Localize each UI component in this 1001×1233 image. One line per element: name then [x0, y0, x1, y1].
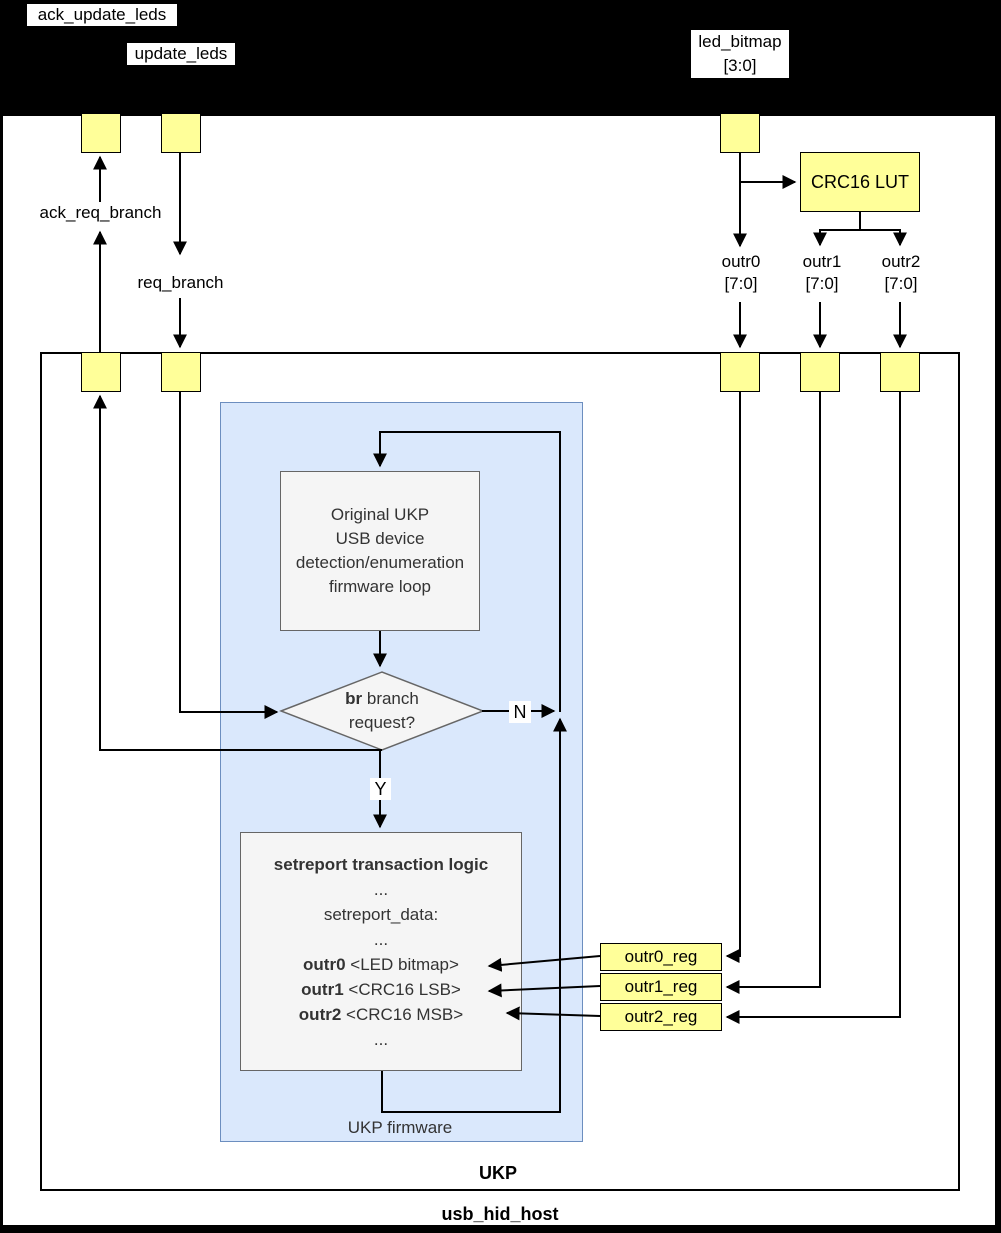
port-ukp-outr2: [880, 352, 920, 392]
firmware-loop-line2: USB device: [335, 529, 425, 548]
label-bus-outr1: outr1 [7:0]: [792, 251, 852, 295]
port-host-ack-update-leds: [81, 113, 121, 153]
edge-outr2-to-reg: [725, 392, 901, 1024]
setreport-row-outr1-name: outr1: [301, 979, 344, 999]
branch-request-line1: br branch: [279, 687, 485, 711]
ellipsis: ...: [373, 929, 389, 949]
ellipsis: ...: [373, 1029, 389, 1049]
firmware-loop-line3: detection/enumeration: [295, 553, 465, 572]
crc16-lut-label: CRC16 LUT: [810, 171, 910, 192]
edge-crc-to-outr2: [860, 229, 907, 247]
edge-setreport-loop-bottom: [381, 717, 567, 1113]
branch-request-rest: branch: [362, 689, 419, 708]
edge-crc-to-outr1: [813, 229, 860, 247]
setreport-data-label: setreport_data:: [323, 904, 439, 924]
port-ukp-outr0: [720, 352, 760, 392]
port-ukp-ack-req-branch: [81, 352, 121, 392]
firmware-loop-line1: Original UKP: [330, 505, 430, 524]
label-bus-outr2-range: [7:0]: [884, 274, 918, 293]
label-update-leds: update_leds: [127, 43, 235, 65]
branch-request-keyword: br: [345, 689, 363, 708]
edge-reg0-to-setreport: [487, 955, 601, 972]
label-ukp: UKP: [478, 1163, 517, 1183]
outr2-reg-label: outr2_reg: [624, 1007, 698, 1026]
edge-ack-to-ukp-port: [93, 394, 382, 751]
label-bus-outr2: outr2 [7:0]: [871, 251, 931, 295]
label-ack-req-branch: ack_req_branch: [23, 202, 178, 224]
port-host-update-leds: [161, 113, 201, 153]
firmware-loop-line4: firmware loop: [328, 577, 432, 596]
outr1-reg-label: outr1_reg: [624, 977, 698, 996]
label-led-bitmap-range: [3:0]: [723, 56, 757, 75]
label-bus-outr0-name: outr0: [721, 252, 761, 271]
outr1-reg-box: outr1_reg: [600, 973, 722, 1001]
label-ack-update-leds: ack_update_leds: [27, 4, 177, 26]
branch-request-text: br branch request?: [279, 687, 485, 735]
label-ukp-firmware: UKP firmware: [347, 1118, 453, 1137]
outr0-reg-box: outr0_reg: [600, 943, 722, 971]
label-bus-outr0-range: [7:0]: [724, 274, 758, 293]
edge-loop-back-to-top: [373, 431, 561, 712]
edge-req-branch-to-diamond: [179, 392, 279, 719]
label-branch-no: N: [509, 701, 531, 723]
setreport-row-outr2-name: outr2: [298, 1004, 342, 1024]
crc16-lut-box: CRC16 LUT: [800, 152, 920, 212]
setreport-row-outr2: outr2 <CRC16 MSB>: [299, 1002, 463, 1027]
edge-reg1-to-setreport: [487, 983, 601, 998]
setreport-row-outr1-value: <CRC16 LSB>: [348, 979, 461, 999]
port-ukp-req-branch: [161, 352, 201, 392]
label-led-bitmap-name: led_bitmap: [698, 32, 782, 51]
outr0-reg-label: outr0_reg: [624, 947, 698, 966]
setreport-row-outr0-value: <LED bitmap>: [350, 954, 459, 974]
firmware-loop-box: Original UKP USB device detection/enumer…: [280, 471, 480, 631]
setreport-row-outr2-value: <CRC16 MSB>: [346, 1004, 464, 1024]
outr2-reg-box: outr2_reg: [600, 1003, 722, 1031]
edge-reg2-to-setreport: [505, 1006, 601, 1021]
label-bus-outr2-name: outr2: [881, 252, 921, 271]
setreport-title: setreport transaction logic: [273, 854, 489, 874]
ellipsis: ...: [373, 879, 389, 899]
label-bus-outr0: outr0 [7:0]: [711, 251, 771, 295]
label-bus-outr1-name: outr1: [802, 252, 842, 271]
label-branch-yes: Y: [370, 778, 391, 800]
setreport-row-outr0-name: outr0: [303, 954, 346, 974]
label-led-bitmap: led_bitmap [3:0]: [691, 30, 789, 78]
branch-request-line2: request?: [348, 713, 416, 732]
setreport-row-outr0: outr0 <LED bitmap>: [303, 952, 459, 977]
setreport-row-outr1: outr1 <CRC16 LSB>: [301, 977, 461, 1002]
setreport-logic-box: setreport transaction logic ... setrepor…: [240, 832, 522, 1071]
port-ukp-outr1: [800, 352, 840, 392]
label-usb-hid-host: usb_hid_host: [441, 1204, 559, 1224]
edge-outr0-to-reg: [725, 392, 741, 963]
label-req-branch: req_branch: [128, 272, 233, 294]
edge-outr1-to-reg: [725, 392, 821, 994]
label-bus-outr1-range: [7:0]: [805, 274, 839, 293]
